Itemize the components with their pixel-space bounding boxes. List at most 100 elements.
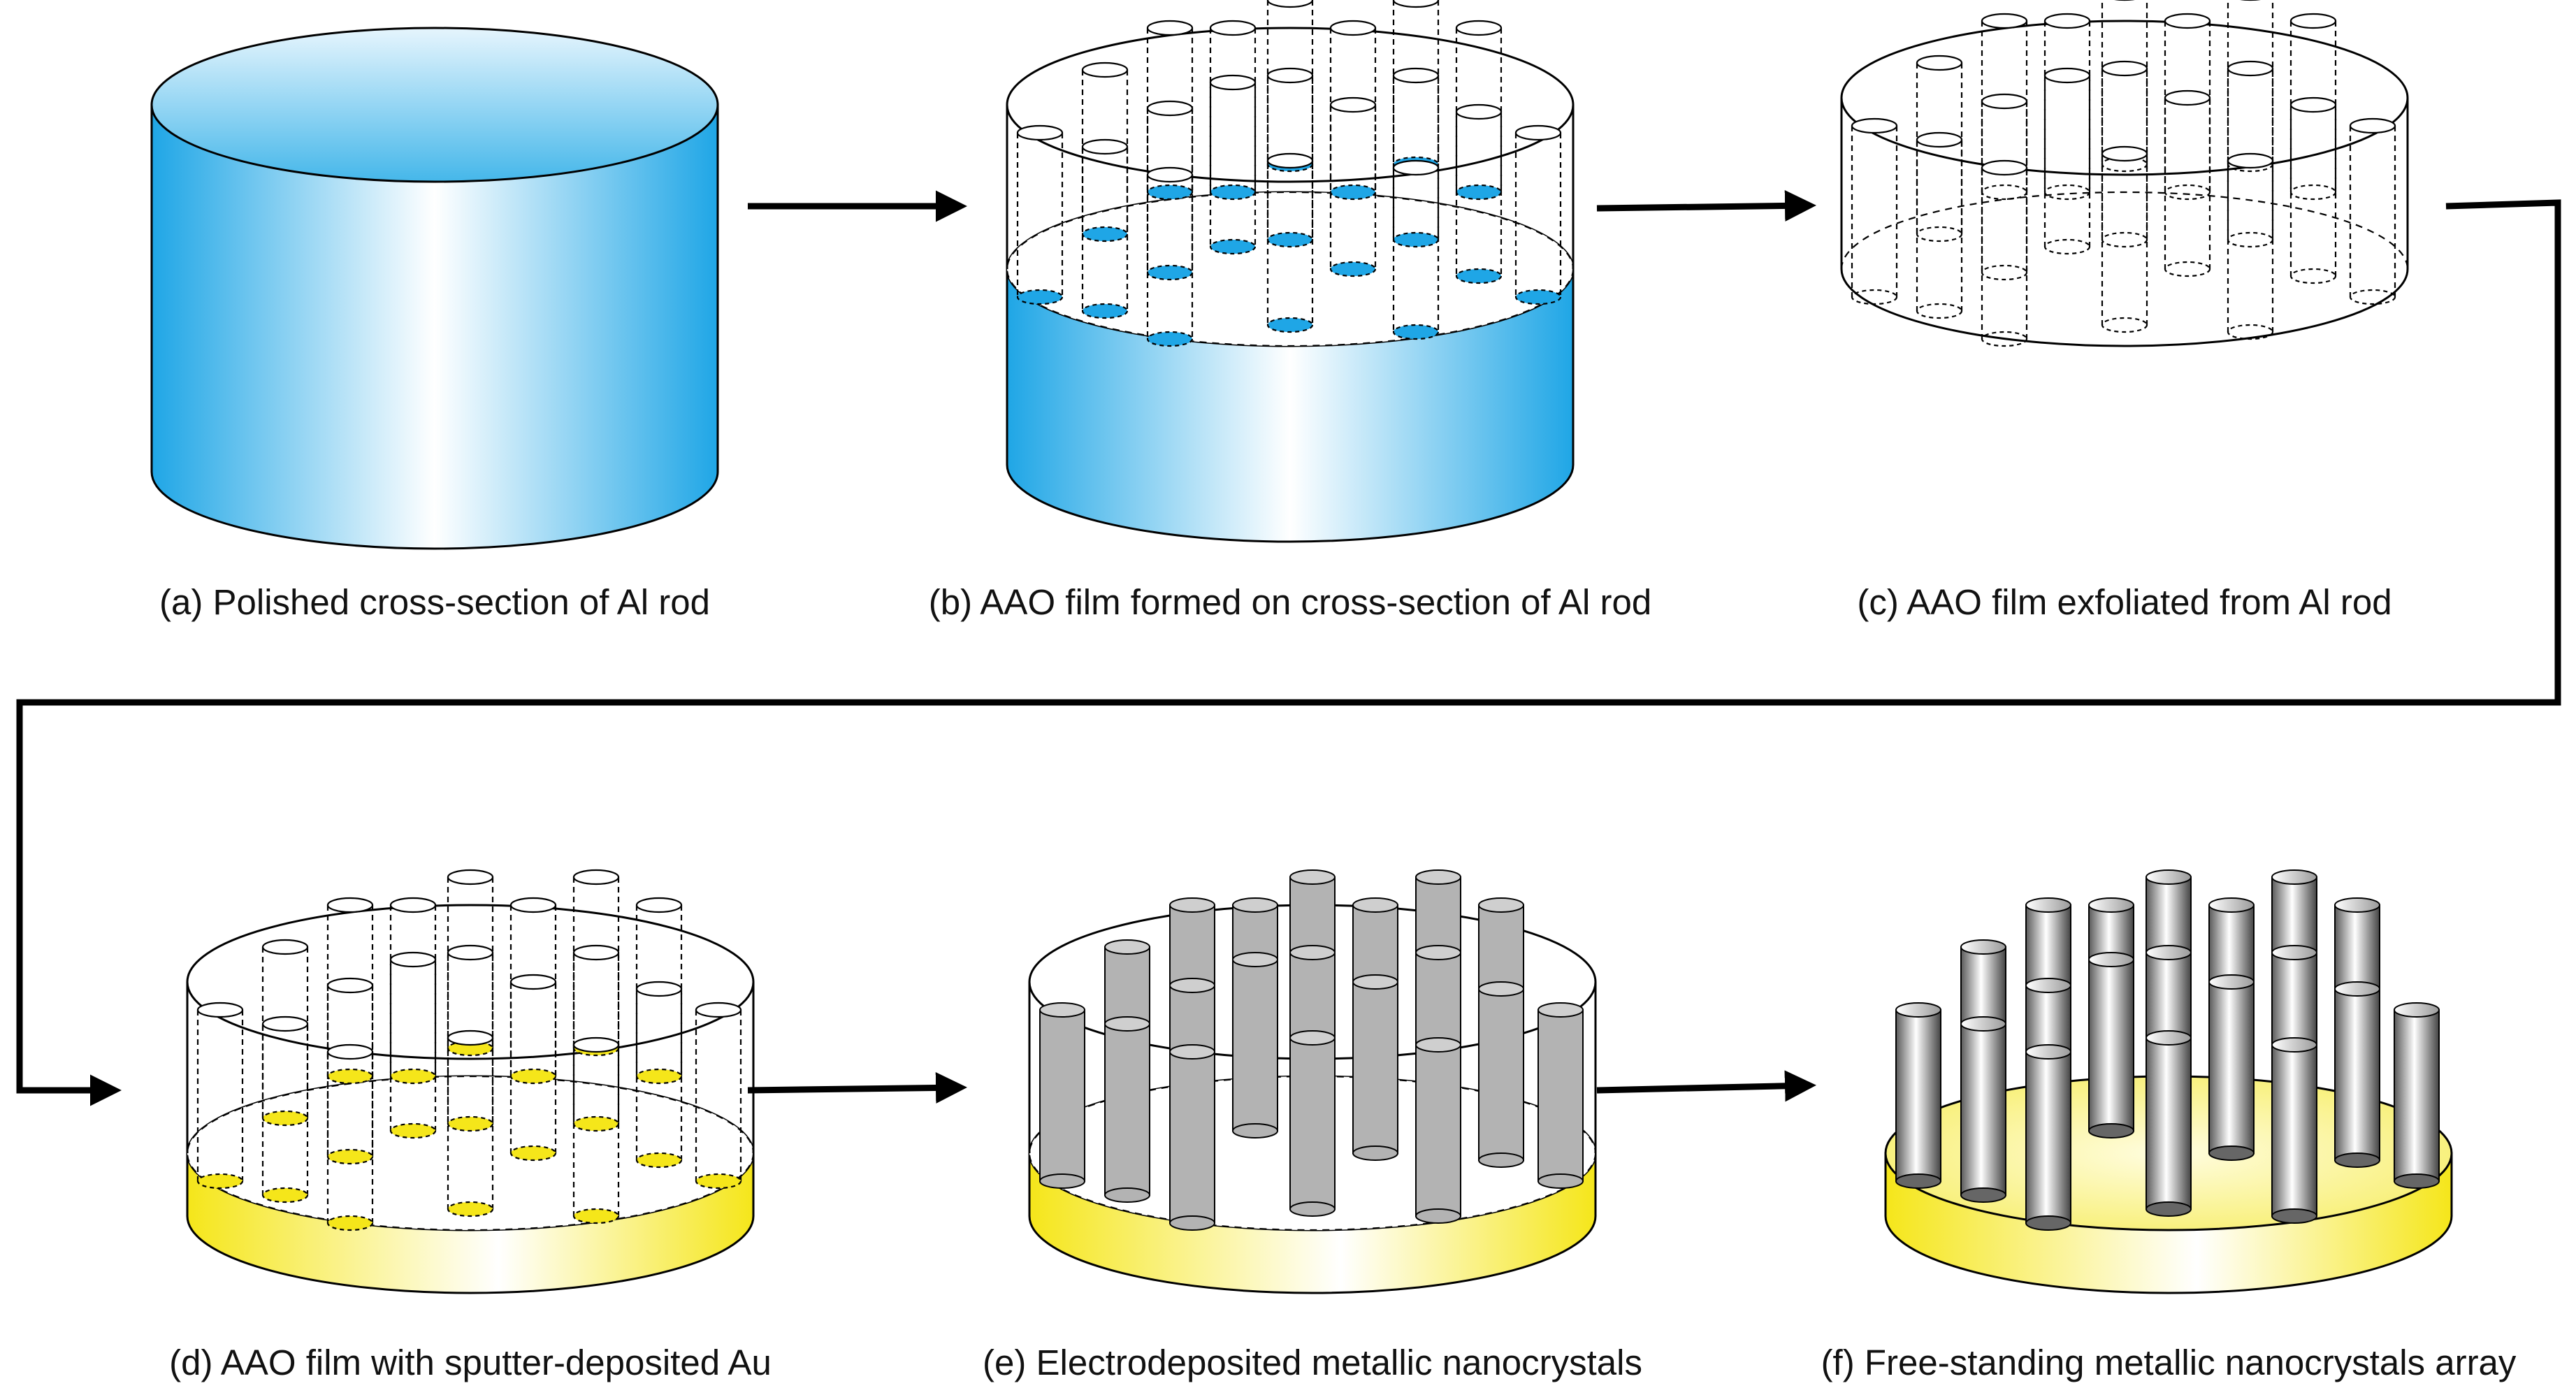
cylinder-top xyxy=(150,27,719,183)
pore-opening xyxy=(1981,13,2028,29)
nanocrystal xyxy=(1104,1023,1150,1196)
pore-opening xyxy=(695,1002,742,1018)
caption-d: (d) AAO film with sputter-deposited Au xyxy=(169,1343,772,1382)
pore-bottom xyxy=(1981,264,2028,281)
nanorod-base xyxy=(2334,1152,2380,1168)
pore-opening xyxy=(1209,20,1257,36)
nanocrystal xyxy=(1289,1037,1336,1210)
pore-opening xyxy=(572,869,620,886)
pore-bottom xyxy=(2289,184,2337,201)
pore-bottom xyxy=(1266,231,1314,248)
panel-d xyxy=(186,869,755,1294)
nanorod xyxy=(1960,1023,2006,1196)
panel-f xyxy=(1884,869,2453,1294)
film-top xyxy=(1006,27,1575,183)
pore-bottom xyxy=(261,1110,309,1127)
caption-b: (b) AAO film formed on cross-section of … xyxy=(928,582,1652,622)
pore-bottom xyxy=(1081,303,1129,319)
panel-a xyxy=(150,27,719,550)
nanorod-base xyxy=(1960,1187,2006,1203)
pore-opening xyxy=(2349,117,2396,134)
pore-opening xyxy=(635,897,683,913)
pore-bottom xyxy=(1392,324,1440,340)
pore-bottom xyxy=(447,1115,494,1132)
arrow-c-to-d xyxy=(16,199,2561,1106)
nanocrystal-top xyxy=(1169,897,1215,913)
panel-b xyxy=(1006,0,1575,543)
pore-opening xyxy=(326,897,374,913)
nanorod-base xyxy=(2088,1123,2134,1139)
panel-e xyxy=(1028,869,1597,1294)
pore-opening xyxy=(389,951,437,968)
pore-bottom xyxy=(635,1152,683,1169)
pore-bottom xyxy=(509,1145,557,1162)
pore-bottom xyxy=(1209,238,1257,255)
nanorod-top xyxy=(2025,897,2071,913)
nanorod-base xyxy=(2394,1173,2440,1189)
pore-bottom xyxy=(1392,231,1440,248)
pore-opening xyxy=(2289,96,2337,113)
nanorod xyxy=(2334,988,2380,1161)
nanorod-base xyxy=(2208,1145,2255,1161)
pore-opening xyxy=(326,977,374,994)
pore-opening xyxy=(509,974,557,990)
nanocrystal-top xyxy=(1169,978,1215,993)
pore-opening xyxy=(1455,103,1503,120)
pore-bottom xyxy=(389,1122,437,1139)
nanorod-top xyxy=(2088,952,2134,967)
pore-opening xyxy=(1455,20,1503,36)
nanorod-top xyxy=(2271,1037,2317,1053)
pore-opening xyxy=(1329,20,1377,36)
nanorod-top xyxy=(2146,945,2192,960)
nanocrystal-top xyxy=(1478,897,1524,913)
nanocrystal-top xyxy=(1289,945,1336,960)
pore-opening xyxy=(389,897,437,913)
pore-bottom xyxy=(1455,184,1503,201)
nanocrystal-top xyxy=(1232,952,1278,967)
pore-opening xyxy=(1981,159,2028,176)
pore-bottom xyxy=(695,1173,742,1190)
nanorod xyxy=(2025,1051,2071,1224)
pore-opening xyxy=(2289,13,2337,29)
caption-e: (e) Electrodeposited metallic nanocrysta… xyxy=(983,1343,1642,1382)
nanorod-top xyxy=(2146,1030,2192,1046)
pore-bottom xyxy=(326,1148,374,1165)
nanocrystal-base xyxy=(1415,1208,1461,1224)
nanorod-top xyxy=(2271,945,2317,960)
nanorod-top xyxy=(1960,1016,2006,1032)
nanorod-top xyxy=(2146,869,2192,885)
pore-bottom xyxy=(326,1068,374,1085)
pore-bottom xyxy=(2164,184,2211,201)
nanorod-base xyxy=(2271,1208,2317,1224)
nanocrystal-top xyxy=(1537,1002,1584,1018)
pore-bottom xyxy=(1081,226,1129,243)
pore-bottom xyxy=(447,1201,494,1217)
pore-opening xyxy=(447,944,494,961)
pore-opening xyxy=(1329,96,1377,113)
nanocrystal-base xyxy=(1352,1145,1398,1161)
pore-opening xyxy=(1081,138,1129,155)
nanocrystal xyxy=(1478,988,1524,1161)
pore-opening xyxy=(1981,93,2028,110)
caption-f: (f) Free-standing metallic nanocrystals … xyxy=(1821,1343,2517,1382)
nanocrystal xyxy=(1169,1051,1215,1224)
nanorod-top xyxy=(2394,1002,2440,1018)
pore-bottom xyxy=(635,1068,683,1085)
pore-bottom xyxy=(1514,289,1562,305)
pore-opening xyxy=(1266,0,1314,8)
pore-bottom xyxy=(572,1115,620,1132)
pore-bottom xyxy=(1016,289,1064,305)
pore-opening xyxy=(261,1015,309,1032)
pore-opening xyxy=(1514,124,1562,141)
nanorod-base xyxy=(2025,1215,2071,1231)
nanorod-top xyxy=(2025,1044,2071,1060)
pore-bottom xyxy=(1981,331,2028,347)
pore-bottom xyxy=(1851,289,1898,305)
nanocrystal-top xyxy=(1352,974,1398,990)
pore-bottom xyxy=(2043,184,2091,201)
nanocrystal-top xyxy=(1478,981,1524,997)
pore-opening xyxy=(1392,0,1440,8)
film-bottom-front xyxy=(1840,268,2409,347)
nanocrystal-base xyxy=(1478,1152,1524,1168)
pore-opening xyxy=(1392,159,1440,176)
